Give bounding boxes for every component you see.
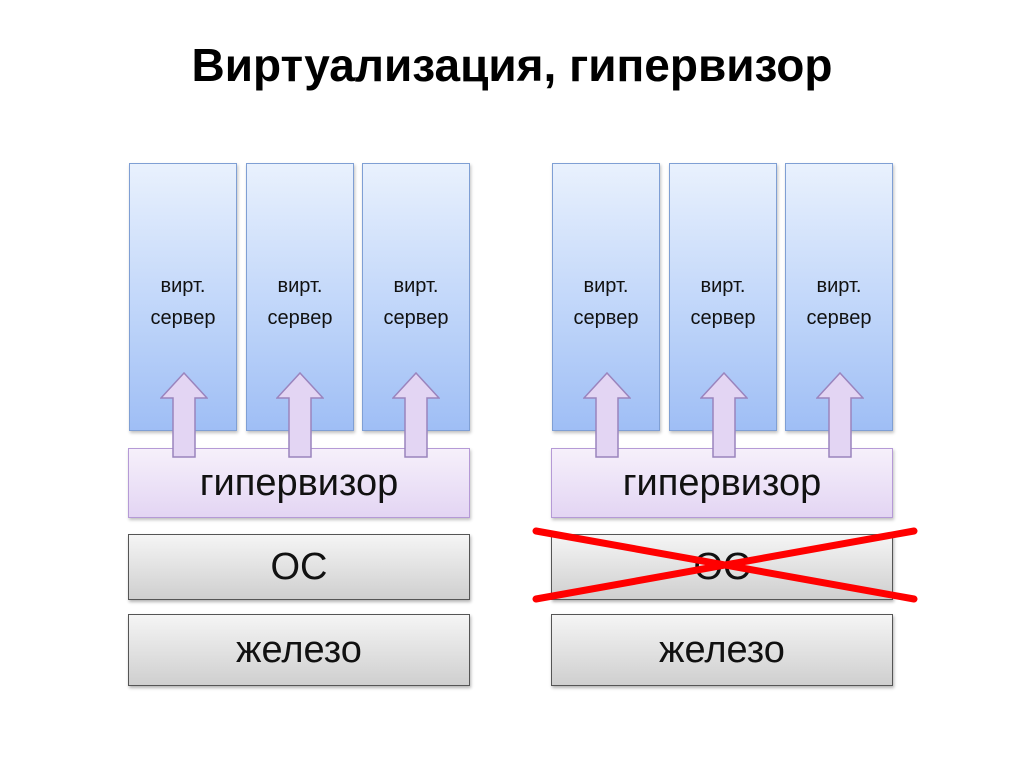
hardware-layer: железо xyxy=(551,614,893,686)
virtual-server-label: вирт. сервер xyxy=(363,270,469,334)
hypervisor-layer: гипервизор xyxy=(128,448,470,518)
vm-label-line2: сервер xyxy=(150,307,216,329)
vm-label-line1: вирт. xyxy=(700,275,746,297)
virtual-server-label: вирт. сервер xyxy=(670,270,776,334)
vm-label-line2: сервер xyxy=(690,307,756,329)
virtual-server-label: вирт. сервер xyxy=(130,270,236,334)
vm-label-line1: вирт. xyxy=(816,275,862,297)
hypervisor-layer: гипервизор xyxy=(551,448,893,518)
hardware-layer: железо xyxy=(128,614,470,686)
arrow-up-icon xyxy=(583,372,631,458)
virtual-server-label: вирт. сервер xyxy=(553,270,659,334)
arrow-up-icon xyxy=(392,372,440,458)
vm-label-line1: вирт. xyxy=(583,275,629,297)
slide-title: Виртуализация, гипервизор xyxy=(191,39,833,91)
vm-label-line2: сервер xyxy=(267,307,333,329)
arrow-up-icon xyxy=(700,372,748,458)
arrow-up-icon xyxy=(276,372,324,458)
virtual-server-label: вирт. сервер xyxy=(786,270,892,334)
virtual-server-box: вирт. сервер xyxy=(552,163,660,431)
virtual-server-box: вирт. сервер xyxy=(129,163,237,431)
vm-label-line2: сервер xyxy=(573,307,639,329)
virtual-server-label: вирт. сервер xyxy=(247,270,353,334)
vm-label-line1: вирт. xyxy=(393,275,439,297)
vm-label-line1: вирт. xyxy=(160,275,206,297)
vm-label-line2: сервер xyxy=(806,307,872,329)
vm-label-line1: вирт. xyxy=(277,275,323,297)
cross-out-icon xyxy=(532,527,918,603)
vm-label-line2: сервер xyxy=(383,307,449,329)
arrow-up-icon xyxy=(816,372,864,458)
os-layer: ОС xyxy=(128,534,470,600)
arrow-up-icon xyxy=(160,372,208,458)
